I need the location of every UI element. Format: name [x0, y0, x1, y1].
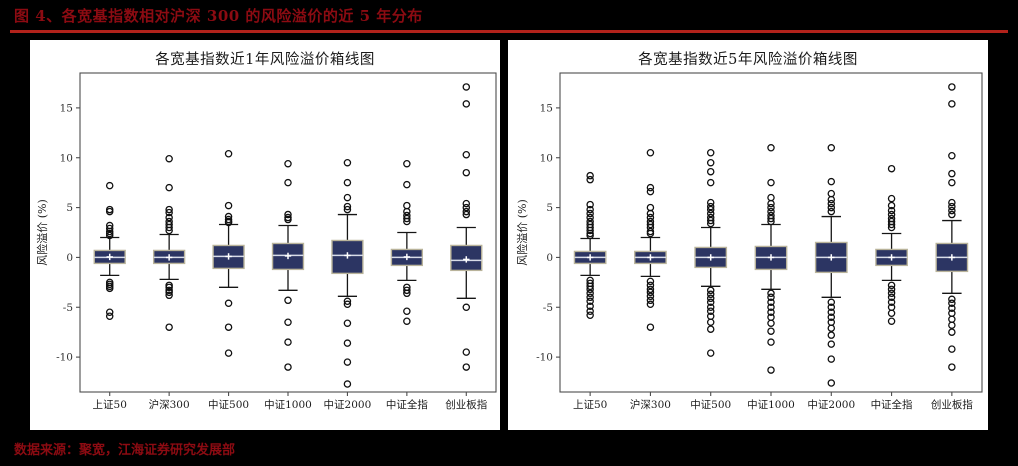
svg-text:0: 0: [546, 252, 553, 264]
chart-title-1y: 各宽基指数近1年风险溢价箱线图: [155, 52, 375, 68]
chart-panel-5y: 各宽基指数近5年风险溢价箱线图 15 10 5 0 -5 -10 风险溢价 (%) 上证50 沪…: [508, 40, 988, 430]
svg-text:-5: -5: [63, 302, 73, 314]
svg-text:创业板指: 创业板指: [445, 398, 487, 411]
boxplot-5y: 15 10 5 0 -5 -10 风险溢价 (%) 上证50 沪深300 中证500 中证1000 中…: [515, 72, 983, 411]
svg-text:上证50: 上证50: [573, 399, 607, 411]
svg-text:创业板指: 创业板指: [931, 398, 973, 411]
svg-text:15: 15: [540, 102, 553, 114]
boxplot-1y: 15 10 5 0 -5 -10 风险溢价 (%) 上证50 沪深300 中证500 中证1000 中…: [35, 72, 497, 411]
svg-text:5: 5: [546, 202, 553, 214]
svg-text:沪深300: 沪深300: [630, 398, 671, 411]
svg-text:10: 10: [60, 152, 73, 164]
figure-title: 图 4、各宽基指数相对沪深 300 的风险溢价的近 5 年分布: [14, 7, 423, 25]
source-note: 数据来源：聚宽，江海证券研究发展部: [14, 443, 236, 458]
svg-text:中证2000: 中证2000: [807, 398, 855, 411]
svg-text:-5: -5: [543, 302, 553, 314]
svg-text:15: 15: [60, 102, 73, 114]
svg-text:10: 10: [540, 152, 553, 164]
svg-text:沪深300: 沪深300: [149, 398, 190, 411]
svg-text:中证2000: 中证2000: [324, 398, 372, 411]
svg-text:-10: -10: [536, 352, 553, 364]
svg-text:中证500: 中证500: [208, 398, 249, 411]
svg-text:0: 0: [66, 252, 73, 264]
svg-text:上证50: 上证50: [93, 399, 127, 411]
svg-text:中证1000: 中证1000: [747, 398, 795, 411]
svg-text:-10: -10: [56, 352, 73, 364]
svg-text:中证1000: 中证1000: [264, 398, 312, 411]
svg-text:风险溢价 (%): 风险溢价 (%): [35, 199, 49, 266]
chart-title-5y: 各宽基指数近5年风险溢价箱线图: [638, 52, 858, 68]
svg-text:中证全指: 中证全指: [386, 398, 428, 411]
svg-text:中证全指: 中证全指: [871, 398, 913, 411]
title-divider: [10, 30, 1008, 33]
svg-text:中证500: 中证500: [690, 398, 731, 411]
svg-text:风险溢价 (%): 风险溢价 (%): [515, 199, 529, 266]
chart-panel-1y: 各宽基指数近1年风险溢价箱线图 15 10 5 0 -5 -10 风险溢价 (%) 上证50 沪…: [30, 40, 500, 430]
svg-text:5: 5: [66, 202, 73, 214]
